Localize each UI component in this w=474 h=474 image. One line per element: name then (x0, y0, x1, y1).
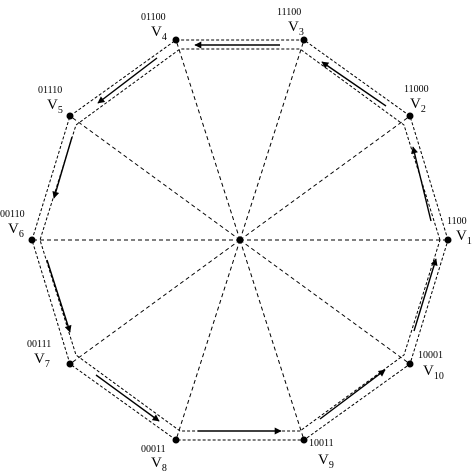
label-v10: V10 (423, 363, 444, 382)
code-v3: 11100 (277, 7, 301, 18)
vertex-dot-v2 (406, 112, 414, 120)
arrow-v6-v7 (46, 259, 72, 333)
code-v1: 1100 (447, 216, 467, 227)
spoke-v8 (175, 239, 241, 441)
arrow-v5-v6 (52, 136, 73, 199)
label-v1: V1 (456, 228, 472, 247)
spoke-v5 (69, 115, 241, 241)
label-v9: V9 (318, 452, 334, 471)
spoke-v2 (239, 115, 411, 241)
vertex-dot-v1 (444, 236, 452, 244)
arrow-v10-v1 (413, 258, 438, 332)
label-v2: V2 (410, 96, 426, 115)
label-v7: V7 (34, 351, 50, 370)
label-v6: V6 (8, 221, 24, 240)
code-v2: 11000 (404, 84, 429, 95)
spoke-v10 (239, 239, 411, 365)
label-v4: V4 (151, 24, 167, 43)
transition-arrows (46, 41, 438, 435)
center-point (236, 236, 244, 244)
code-v10: 10001 (418, 350, 443, 361)
code-v8: 00011 (141, 444, 166, 455)
vertex-dot-v6 (28, 236, 36, 244)
arrow-v4-v5 (97, 57, 158, 104)
arrow-v9-v10 (319, 369, 386, 420)
label-v5: V5 (47, 97, 63, 116)
label-v3: V3 (288, 19, 304, 38)
vertex-dot-v5 (66, 112, 74, 120)
spoke-v7 (69, 239, 241, 365)
label-v8: V8 (151, 455, 167, 474)
spoke-v4 (175, 39, 241, 241)
vertex-dot-v7 (66, 360, 74, 368)
code-v6: 00110 (0, 209, 25, 220)
arrow-v7-v8 (95, 374, 160, 422)
code-v9: 10011 (309, 438, 334, 449)
code-v5: 01110 (38, 85, 62, 96)
vertex-dot-v9 (300, 436, 308, 444)
arrow-v1-v2 (411, 146, 432, 222)
vertex-dots (28, 36, 452, 444)
vertex-dot-v4 (172, 36, 180, 44)
code-v7: 00111 (27, 339, 51, 350)
arrow-v2-v3 (321, 61, 387, 107)
vertex-dot-v8 (172, 436, 180, 444)
spoke-v9 (239, 239, 305, 441)
inner-decagon (39, 48, 441, 432)
code-v4: 01100 (141, 12, 166, 23)
vertex-dot-v3 (300, 36, 308, 44)
vertex-dot-v10 (406, 360, 414, 368)
outer-decagon (31, 39, 449, 441)
spoke-v3 (239, 39, 305, 241)
vertex-labels: 1100 V1 11000 V2 11100 V3 01100 V4 01110… (0, 7, 472, 474)
spokes (32, 39, 448, 441)
